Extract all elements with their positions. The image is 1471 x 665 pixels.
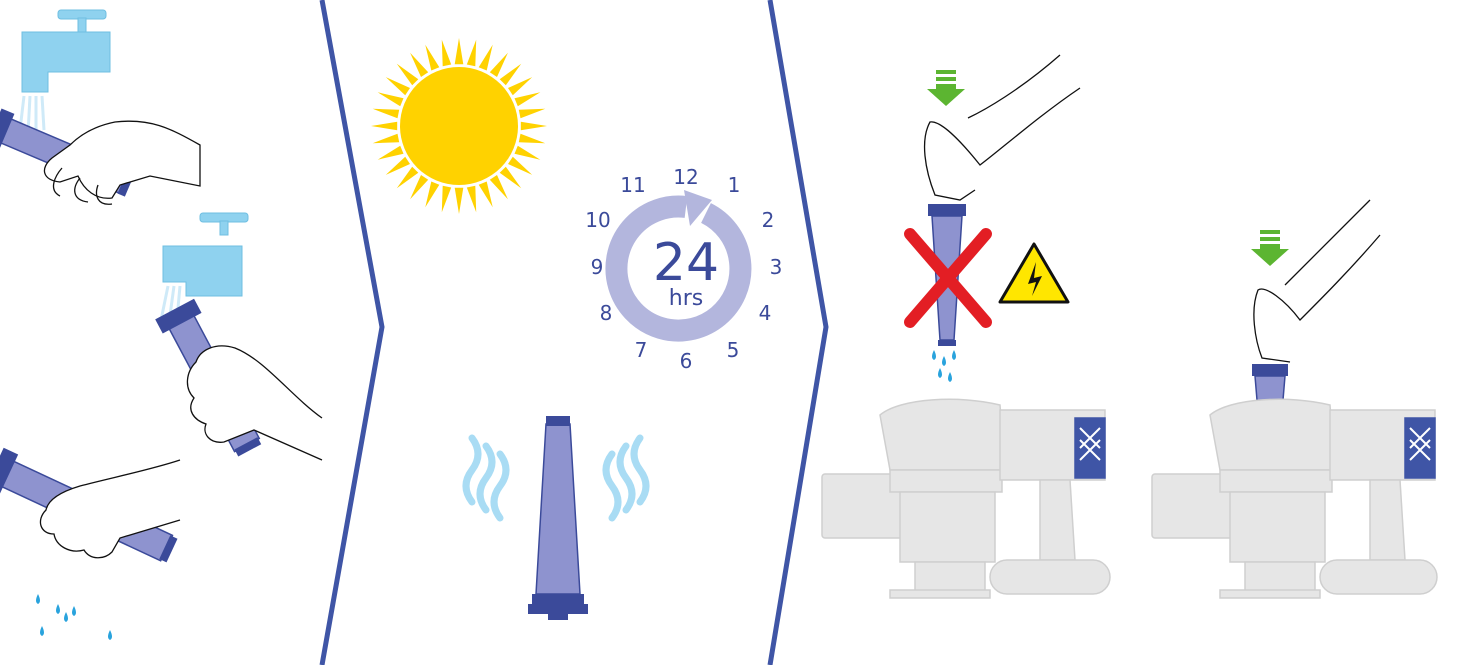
divider-right	[767, 0, 829, 665]
filter-drying	[528, 416, 588, 620]
sun-ray	[520, 121, 547, 131]
clock-number: 3	[770, 255, 783, 279]
vacuum-bin-pattern	[1079, 427, 1101, 461]
clock-number: 12	[673, 165, 698, 189]
electric-warning-icon	[998, 242, 1070, 304]
sun-ray	[518, 133, 546, 144]
clock-number: 9	[591, 255, 604, 279]
sun-ray	[478, 181, 493, 208]
hand-4	[923, 54, 1081, 201]
clock-number: 8	[600, 301, 613, 325]
sun-ray	[489, 52, 508, 77]
clock-number: 5	[727, 338, 740, 362]
sun-ray	[425, 181, 440, 208]
clock-number: 6	[680, 349, 693, 373]
sun-ray	[385, 156, 410, 175]
sun-ray	[508, 156, 533, 175]
sun-ray	[396, 63, 419, 86]
panel-dry: 24 hrs 12 1 2 3 4 5 6 7 8 9 10 11	[371, 38, 782, 620]
sun-ray	[454, 38, 464, 65]
clock-numbers: 12 1 2 3 4 5 6 7 8 9 10 11	[585, 165, 782, 373]
sun-ray	[499, 63, 522, 86]
vacuum-cleaner	[821, 398, 1111, 599]
clock-duration: 24	[653, 233, 719, 293]
clock-number: 2	[762, 208, 775, 232]
water-drops-icon	[36, 594, 112, 640]
sun-ray	[508, 77, 533, 96]
clock-number: 11	[620, 173, 645, 197]
sun-ray	[410, 52, 429, 77]
water-drops-icon	[932, 350, 956, 382]
panel-dividers	[319, 0, 829, 665]
sun-ray	[478, 44, 493, 71]
hand-1	[43, 120, 201, 205]
tap-icon	[21, 9, 111, 93]
vacuum-cleaner	[1151, 398, 1438, 599]
sun-ray	[372, 108, 400, 119]
down-arrow-icon	[927, 70, 965, 106]
sun-ray	[377, 92, 404, 107]
panel-wash	[0, 9, 323, 640]
sun-ray	[518, 108, 546, 119]
clock-number: 4	[759, 301, 772, 325]
sun-ray	[410, 175, 429, 200]
sun-ray	[441, 39, 452, 67]
sun-ray	[441, 185, 452, 213]
sun-ray	[454, 187, 464, 214]
sun-ray	[396, 166, 419, 189]
down-arrow-icon	[1251, 230, 1289, 266]
sun-icon	[371, 38, 547, 214]
tap-icon	[162, 212, 249, 297]
sun-ray	[499, 166, 522, 189]
hand-3	[39, 459, 181, 559]
sun-ray	[385, 77, 410, 96]
sun-ray	[425, 44, 440, 71]
cross-icon	[904, 228, 992, 328]
clock-icon: 24 hrs 12 1 2 3 4 5 6 7 8 9 10 11	[585, 165, 782, 373]
sun-ray	[514, 92, 541, 107]
sun-ray	[377, 145, 404, 160]
sun-ray	[514, 145, 541, 160]
clock-number: 1	[728, 173, 741, 197]
panel-refit	[821, 54, 1438, 599]
clock-ring	[605, 195, 752, 342]
clock-number: 7	[635, 338, 648, 362]
sun-ray	[489, 175, 508, 200]
hand-2	[186, 345, 323, 461]
vacuum-bin-pattern	[1409, 427, 1431, 461]
sun-ray	[371, 121, 398, 131]
hand-5	[1253, 199, 1381, 363]
clock-unit: hrs	[669, 286, 703, 311]
sun-ray	[466, 39, 477, 67]
clock-number: 10	[585, 208, 610, 232]
divider-left	[319, 0, 385, 665]
air-waves-icon	[462, 434, 650, 522]
sun-ray	[372, 133, 400, 144]
clock-arrow-head	[684, 190, 712, 226]
sun-ray	[466, 185, 477, 213]
